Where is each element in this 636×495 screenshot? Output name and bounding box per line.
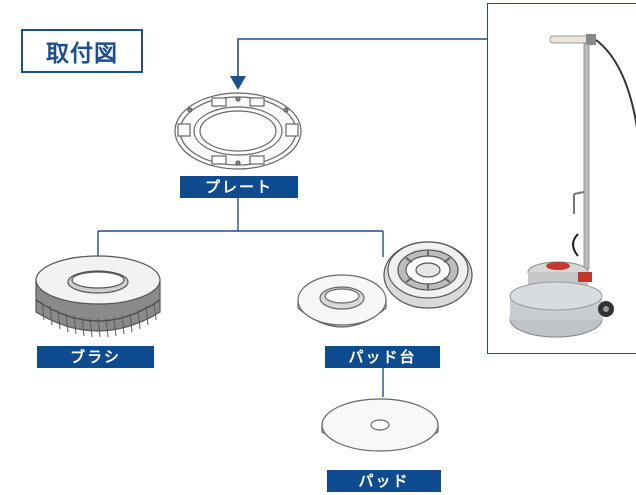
connector-lines: [97, 197, 384, 397]
plate-image: [174, 92, 302, 170]
brush-label: ブラシ: [37, 346, 154, 368]
arrow-head-icon: [230, 76, 246, 90]
pad-holder-image: [297, 274, 387, 328]
pad-holder-label: パッド台: [325, 346, 440, 368]
pad-image: [321, 398, 439, 452]
floor-machine-photo-frame: [487, 3, 636, 354]
brush-image: [35, 255, 161, 338]
pad-holder-gear-image: [383, 241, 473, 309]
plate-label: プレート: [180, 176, 298, 198]
machine-to-plate-arrow: [237, 38, 488, 78]
pad-label: パッド: [327, 470, 441, 492]
page-title: 取付図: [21, 29, 143, 73]
floor-machine-image: [509, 34, 636, 338]
